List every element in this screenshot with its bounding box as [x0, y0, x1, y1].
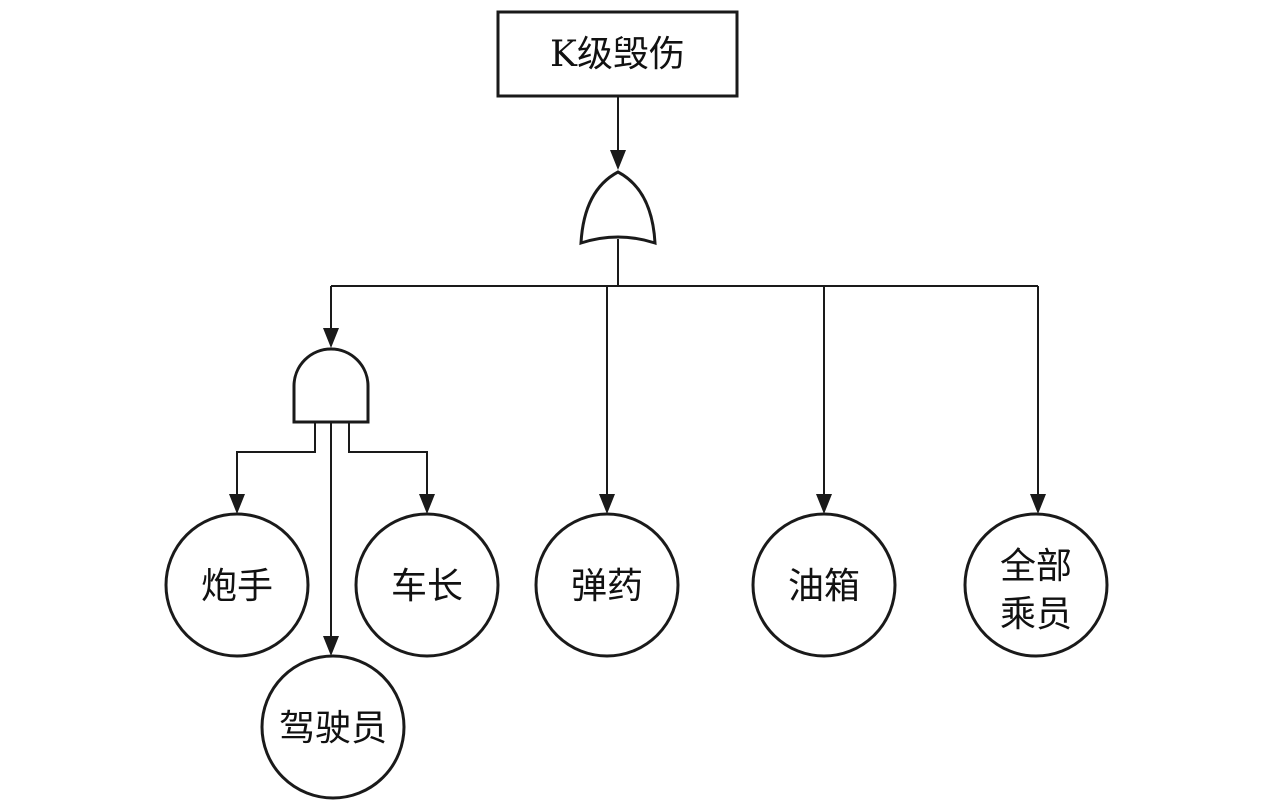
top-to-or-arrowhead [610, 150, 626, 170]
commander-circle [354, 512, 500, 658]
bus-to-and-arrowhead [323, 328, 339, 348]
fuel-tank-label: 油箱 [788, 566, 860, 607]
and-to-driver-arrowhead [323, 636, 339, 656]
top-event-label: K级毁伤 [550, 34, 685, 75]
event-ammunition: 弹药 [534, 512, 680, 658]
ammunition-circle [534, 512, 680, 658]
event-gunner: 炮手 [164, 512, 310, 658]
driver-circle [260, 654, 406, 800]
and-gate-icon [292, 347, 370, 424]
event-fuel-tank: 油箱 [751, 512, 897, 658]
top-event: K级毁伤 [496, 10, 739, 98]
top-event-box [496, 10, 739, 98]
bus-to-ammo-arrowhead [599, 494, 615, 514]
or-gate-icon [579, 170, 657, 246]
event-driver: 驾驶员 [260, 654, 406, 800]
all-crew-label-line1: 全部 [1000, 546, 1072, 587]
and-to-commander-arrowhead [419, 494, 435, 514]
bus-to-fuel-arrowhead [816, 494, 832, 514]
all-crew-label-line2: 乘员 [1000, 594, 1072, 635]
event-all-crew: 全部 乘员 [963, 512, 1109, 658]
and-to-gunner-arrowhead [229, 494, 245, 514]
and-to-gunner-line [236, 422, 316, 496]
bus-to-allcrew-arrowhead [1030, 494, 1046, 514]
fuel-tank-circle [751, 512, 897, 658]
all-crew-circle [963, 512, 1109, 658]
gunner-circle [164, 512, 310, 658]
ammunition-label: 弹药 [571, 566, 643, 607]
event-commander: 车长 [354, 512, 500, 658]
commander-label: 车长 [391, 566, 463, 607]
driver-label: 驾驶员 [279, 708, 387, 749]
gunner-label: 炮手 [201, 566, 273, 607]
and-to-commander-line [348, 422, 428, 496]
